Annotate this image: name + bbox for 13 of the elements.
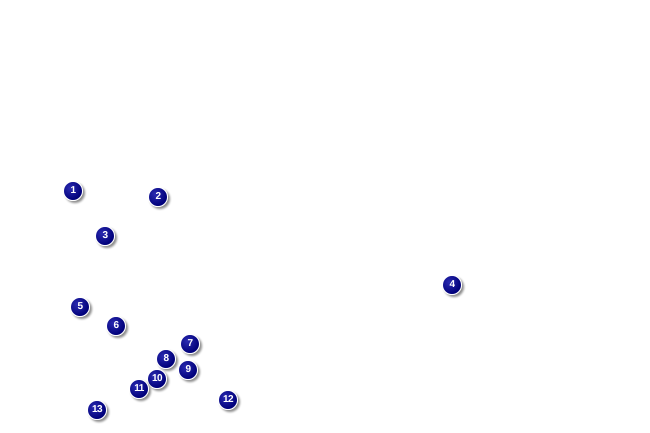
callout-number: 6	[106, 316, 126, 336]
callout-number: 3	[95, 226, 115, 246]
callout-number: 8	[156, 349, 176, 369]
callout-number: 2	[148, 187, 168, 207]
callout-number: 13	[87, 400, 107, 420]
callout-number: 11	[129, 379, 149, 399]
callout-number: 9	[178, 360, 198, 380]
callout-number: 12	[218, 390, 238, 410]
callout-number: 4	[442, 275, 462, 295]
callout-number: 1	[63, 181, 83, 201]
callout-number: 10	[147, 369, 167, 389]
callout-number: 5	[70, 297, 90, 317]
callout-number: 7	[180, 334, 200, 354]
